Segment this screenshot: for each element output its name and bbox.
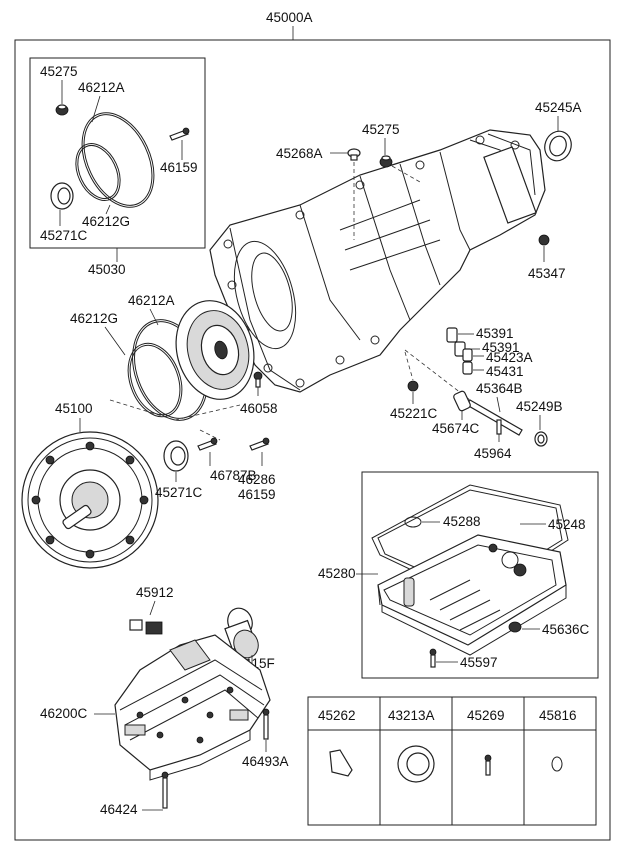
small-parts-table — [307, 696, 597, 826]
label-45249B[interactable]: 45249B — [516, 399, 563, 414]
seal-ring-large-kit — [81, 112, 155, 208]
oil-seal-45245A — [544, 130, 572, 162]
label-45100[interactable]: 45100 — [55, 401, 93, 416]
label-45636C[interactable]: 45636C — [542, 622, 590, 637]
part-43213A-oil-seal — [397, 745, 435, 783]
oil-pan-box — [361, 471, 599, 679]
label-46787B[interactable]: 46787B — [210, 468, 257, 483]
transmission-housing — [209, 129, 546, 393]
solenoid-58115F — [224, 607, 259, 659]
label-46159-kit[interactable]: 46159 — [160, 160, 198, 175]
label-45423A[interactable]: 45423A — [486, 350, 533, 365]
label-45597[interactable]: 45597 — [460, 655, 498, 670]
part-45816-o-ring — [551, 756, 563, 772]
seal-ring-small-pump — [127, 342, 183, 418]
label-45221C[interactable]: 45221C — [390, 406, 438, 421]
oil-seal-45271C-front — [163, 440, 189, 472]
label-45030[interactable]: 45030 — [88, 262, 126, 277]
bolt-46286 — [249, 437, 270, 451]
label-46200C[interactable]: 46200C — [40, 706, 88, 721]
plug-45275-kit — [55, 104, 69, 116]
sleeve-45674C — [453, 390, 471, 412]
connector-45912 — [129, 619, 163, 635]
label-45248[interactable]: 45248 — [548, 517, 586, 532]
seal-45249B — [534, 431, 548, 447]
seal-ring-small-kit — [75, 143, 121, 201]
label-45245A[interactable]: 45245A — [535, 100, 582, 115]
label-45347[interactable]: 45347 — [528, 266, 566, 281]
oil-pan — [377, 534, 567, 656]
seal-kit-box — [29, 57, 206, 249]
label-46286[interactable]: 46286 — [238, 472, 276, 487]
label-45275-upper[interactable]: 45275 — [362, 122, 400, 137]
valve-body — [114, 634, 271, 781]
label-45964[interactable]: 45964 — [474, 446, 512, 461]
oil-pump — [175, 300, 255, 400]
sleeve-45423A — [462, 348, 473, 362]
label-45674C[interactable]: 45674C — [432, 421, 480, 436]
bolt-46787B — [197, 437, 218, 451]
label-45000A[interactable]: 45000A — [266, 10, 313, 25]
pin-45964 — [496, 419, 502, 435]
gasket-45248 — [371, 484, 569, 601]
label-46212G-pump[interactable]: 46212G — [70, 311, 118, 326]
oil-seal-45271C-kit — [50, 182, 74, 210]
label-46159-lower[interactable]: 46159 — [238, 487, 276, 502]
bolt-46424 — [161, 771, 169, 809]
label-45391-b[interactable]: 45391 — [482, 340, 520, 355]
label-45912[interactable]: 45912 — [136, 585, 174, 600]
sleeve-45391-a — [446, 327, 458, 343]
label-46058[interactable]: 46058 — [240, 401, 278, 416]
table-header-45269[interactable]: 45269 — [467, 708, 505, 723]
label-46212A-pump[interactable]: 46212A — [128, 293, 175, 308]
label-45288[interactable]: 45288 — [443, 514, 481, 529]
label-45268A[interactable]: 45268A — [276, 146, 323, 161]
table-header-43213A[interactable]: 43213A — [388, 708, 435, 723]
part-45269-bolt — [484, 754, 492, 776]
bolt-46058 — [253, 371, 263, 388]
plug-45636C — [508, 621, 522, 633]
label-46493A[interactable]: 46493A — [242, 754, 289, 769]
label-45275-kit[interactable]: 45275 — [40, 64, 78, 79]
torque-converter — [21, 431, 159, 569]
bolt-46159-kit — [169, 127, 190, 141]
plug-45275-upper — [379, 155, 393, 168]
o-ring-45288 — [404, 516, 422, 528]
label-46424[interactable]: 46424 — [100, 802, 138, 817]
plug-45221C — [407, 380, 419, 392]
label-46212A-kit[interactable]: 46212A — [78, 80, 125, 95]
sleeve-45431 — [462, 361, 473, 375]
table-header-45816[interactable]: 45816 — [539, 708, 577, 723]
breather-45268A — [347, 148, 361, 161]
label-46212G-kit[interactable]: 46212G — [82, 214, 130, 229]
outer-frame — [14, 39, 611, 841]
part-45262-gasket — [329, 749, 353, 777]
label-45391-a[interactable]: 45391 — [476, 326, 514, 341]
plug-45347 — [538, 234, 550, 246]
table-header-45262[interactable]: 45262 — [318, 708, 356, 723]
label-45431[interactable]: 45431 — [486, 364, 524, 379]
label-45271C-kit[interactable]: 45271C — [40, 228, 88, 243]
bolt-46493A — [262, 708, 270, 740]
label-45364B[interactable]: 45364B — [476, 381, 523, 396]
label-45271C-front[interactable]: 45271C — [155, 485, 203, 500]
bolt-45597 — [429, 648, 437, 668]
label-45280[interactable]: 45280 — [318, 566, 356, 581]
